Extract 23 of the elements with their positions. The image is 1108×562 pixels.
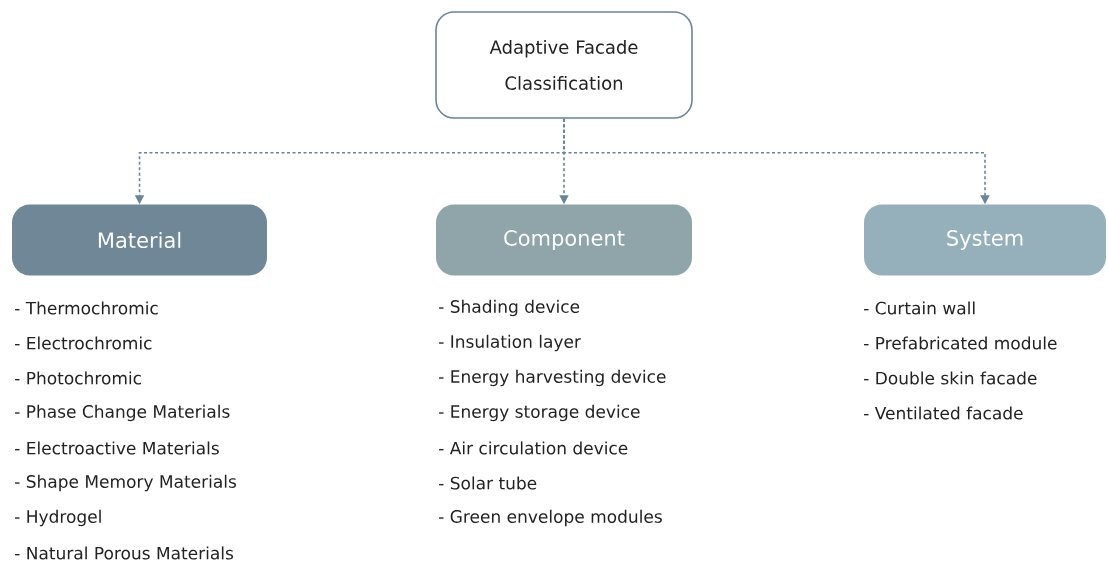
list-item: - Electrochromic — [15, 336, 152, 350]
category-box: Material — [12, 204, 267, 276]
list-item: - Electroactive Materials — [15, 441, 219, 455]
list-item: - Double skin facade — [864, 371, 1037, 385]
list-item: - Energy storage device — [439, 404, 640, 422]
list-item: - Green envelope modules — [439, 509, 662, 527]
list-item: - Energy harvesting device — [439, 369, 666, 387]
list-item: - Insulation layer — [439, 334, 581, 352]
list-item: - Prefabricated module — [864, 336, 1057, 350]
list-item: - Shading device — [439, 299, 580, 317]
list-item: - Solar tube — [439, 476, 537, 490]
list-item: - Ventilated facade — [864, 406, 1023, 420]
list-item: - Hydrogel — [15, 509, 101, 527]
list-item: - Thermochromic — [15, 301, 158, 315]
list-item: - Phase Change Materials — [15, 404, 230, 422]
category-box: Component — [436, 204, 692, 276]
root-box: Adaptive Facade Classification — [435, 11, 693, 119]
category-box: System — [864, 204, 1106, 276]
list-item: - Photochromic — [15, 371, 141, 385]
list-item: - Curtain wall — [864, 301, 975, 315]
list-item: - Air circulation device — [439, 441, 628, 455]
list-item: - Natural Porous Materials — [15, 546, 234, 560]
list-item: - Shape Memory Materials — [15, 474, 237, 492]
